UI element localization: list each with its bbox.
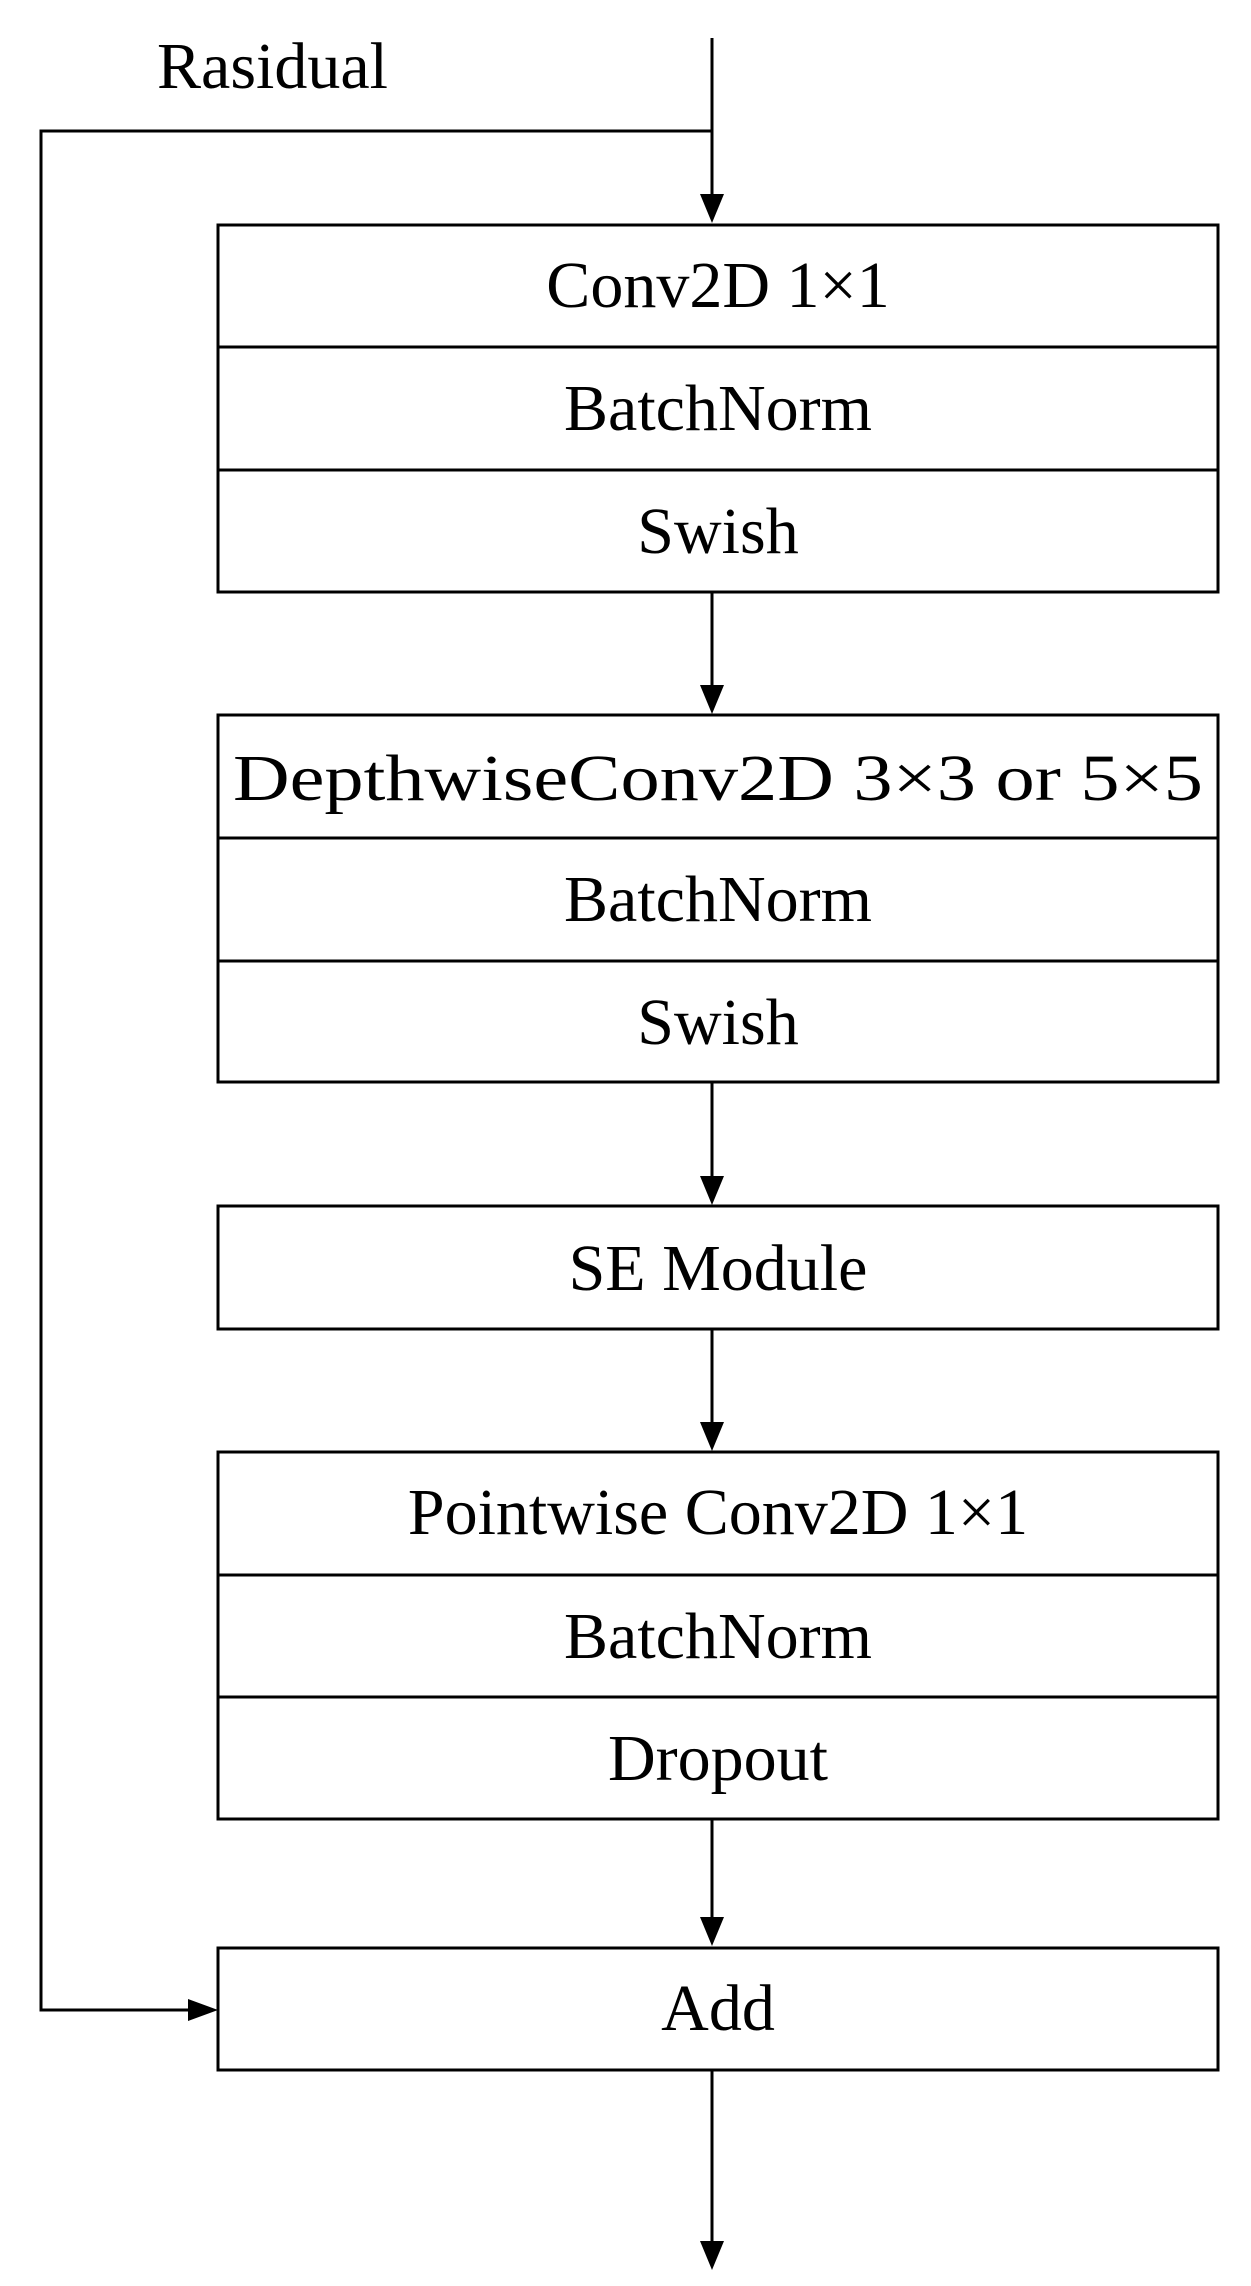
layer-add-label: Add (661, 1972, 775, 2045)
pointwise-block: Pointwise Conv2D 1×1 BatchNorm Dropout (216, 1450, 1220, 1821)
layer-pointwise-conv2d-label: Pointwise Conv2D 1×1 (408, 1476, 1028, 1549)
depthwise-block: DepthwiseConv2D 3×3 or 5×5 BatchNorm Swi… (216, 713, 1220, 1084)
residual-connection-line (39, 129, 712, 2012)
layer-se-module-label: SE Module (569, 1232, 868, 1305)
output-arrowhead (700, 2241, 724, 2270)
flow-arrowhead (700, 1176, 724, 1205)
layer-depthwise-conv2d-label: DepthwiseConv2D 3×3 or 5×5 (233, 742, 1203, 815)
residual-arrowhead (188, 1999, 218, 2021)
layer-batchnorm-label: BatchNorm (564, 372, 872, 445)
layer-conv2d-label: Conv2D 1×1 (546, 249, 889, 322)
flow-arrowhead (700, 1422, 724, 1451)
add-block: Add (216, 1946, 1220, 2072)
se-module-block: SE Module (216, 1204, 1220, 1331)
residual-label: Rasidual (157, 30, 388, 103)
conv-block-box (216, 223, 1220, 594)
layer-swish-label: Swish (637, 495, 798, 568)
input-arrowhead (700, 194, 724, 223)
flow-arrowhead (700, 685, 724, 714)
se-module-box (216, 1204, 1220, 1331)
layer-swish-label: Swish (637, 986, 798, 1059)
layer-batchnorm-label: BatchNorm (564, 1600, 872, 1673)
flow-arrowhead (700, 1917, 724, 1946)
depthwise-block-box (216, 713, 1220, 1084)
conv-block: Conv2D 1×1 BatchNorm Swish (216, 223, 1220, 594)
layer-batchnorm-label: BatchNorm (564, 863, 872, 936)
add-box (216, 1946, 1220, 2072)
layer-dropout-label: Dropout (608, 1722, 828, 1795)
pointwise-block-box (216, 1450, 1220, 1821)
